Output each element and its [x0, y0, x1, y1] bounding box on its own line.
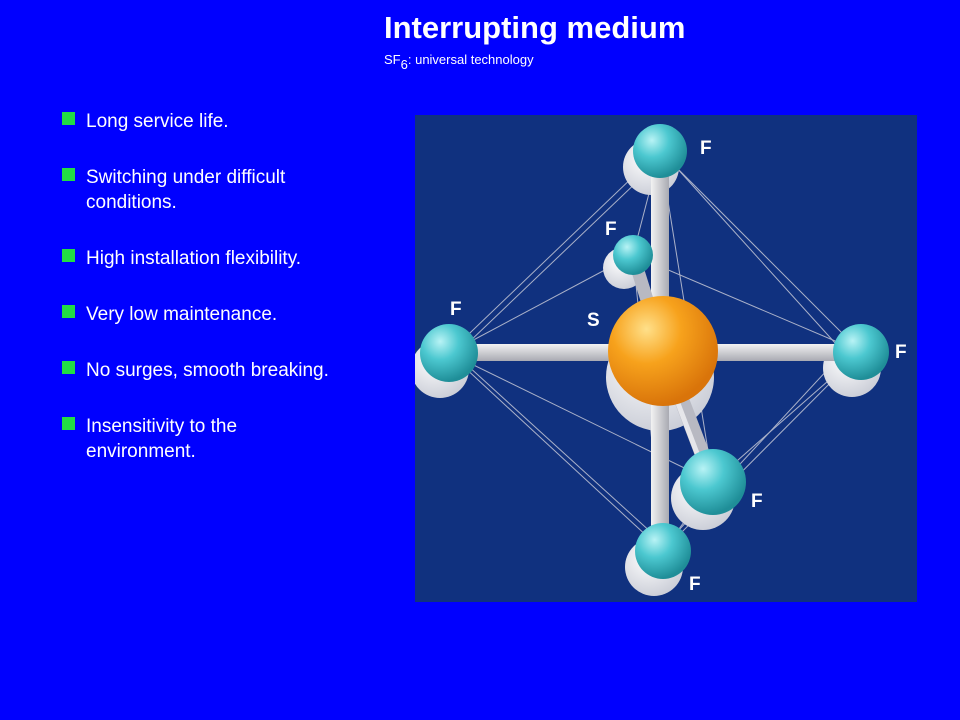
bullet-text: Switching under difficult	[86, 167, 286, 188]
fluorine-atom-right	[833, 324, 889, 380]
label-front-fluorine: F	[751, 491, 763, 512]
sf6-molecule-diagram: F F F S F F F	[415, 115, 917, 602]
bullet-item: Switching under difficult conditions.	[62, 165, 402, 215]
bullet-square-icon	[62, 305, 75, 318]
bullet-square-icon	[62, 168, 75, 181]
subtitle-subscript: 6	[400, 57, 408, 72]
label-left-fluorine: F	[450, 299, 462, 320]
subtitle-rest: : universal technology	[407, 52, 534, 67]
slide-title: Interrupting medium	[384, 10, 686, 45]
molecule-illustration: F F F S F F F	[415, 124, 907, 596]
label-back-fluorine: F	[605, 219, 617, 240]
slide-subtitle: SF6: universal technology	[384, 51, 534, 72]
fluorine-atom-top	[633, 124, 687, 178]
bullet-square-icon	[62, 112, 75, 125]
bullet-text: Long service life.	[86, 111, 229, 132]
bullet-square-icon	[62, 361, 75, 374]
bullet-list: Long service life. Switching under diffi…	[62, 109, 402, 495]
sulfur-atom	[608, 296, 718, 406]
bullet-text: Insensitivity to the	[86, 416, 238, 437]
fluorine-atom-left	[420, 324, 478, 382]
bullet-item: Long service life.	[62, 109, 402, 134]
fluorine-atom-bottom	[635, 523, 691, 579]
bullet-item: No surges, smooth breaking.	[62, 358, 402, 383]
bullet-item: Insensitivity to the environment.	[62, 414, 402, 464]
bullet-text: Very low maintenance.	[86, 304, 278, 325]
label-sulfur: S	[587, 310, 600, 331]
subtitle-prefix: SF	[384, 52, 401, 67]
label-right-fluorine: F	[895, 342, 907, 363]
fluorine-atom-front	[680, 449, 746, 515]
bullet-item: Very low maintenance.	[62, 302, 402, 327]
bullet-text-continued: conditions.	[86, 192, 177, 213]
bullet-item: High installation flexibility.	[62, 246, 402, 271]
bullet-text: High installation flexibility.	[86, 248, 302, 269]
fluorine-atom-back	[613, 235, 653, 275]
bullet-square-icon	[62, 417, 75, 430]
bullet-square-icon	[62, 249, 75, 262]
bullet-text-continued: environment.	[86, 441, 196, 462]
label-bottom-fluorine: F	[689, 574, 701, 595]
label-top-fluorine: F	[700, 138, 712, 159]
bullet-text: No surges, smooth breaking.	[86, 360, 329, 381]
